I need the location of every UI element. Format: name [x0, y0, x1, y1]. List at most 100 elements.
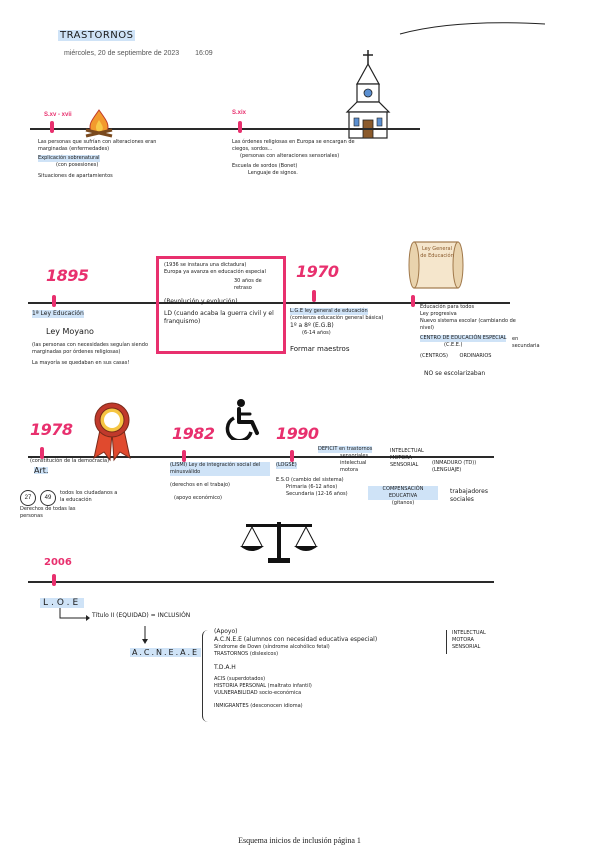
fire-icon: [85, 109, 113, 138]
logse-notes: (LOGSE) E.S.O (cambio del sistema) Prima…: [276, 462, 376, 498]
note: todos los ciudadanos a la educación: [60, 490, 118, 503]
note: Las personas que sufrían con alteracione…: [38, 139, 157, 152]
timeline-1-left-notes: Las personas que sufrían con alteracione…: [38, 139, 178, 180]
timestamp: miércoles, 20 de septiembre de 2023 16:0…: [64, 50, 213, 57]
acneae-item: VULNERABILIDAD socio-económica: [214, 690, 302, 696]
timeline-3: [28, 456, 494, 458]
arrow-to-acneae: [142, 626, 148, 644]
note: (6-14 años): [302, 330, 331, 336]
note: L.G.E ley general de educación: [290, 308, 368, 315]
note: Ley Moyano: [46, 327, 94, 336]
timeline-3-marker-1982: [182, 450, 186, 462]
note: (constitución de la democracia): [30, 458, 110, 464]
note: 1º a 8º (E.G.B): [290, 322, 334, 329]
tag: MOTORA: [452, 637, 474, 643]
acneae-item: INMIGRANTES (desconocen idioma): [214, 703, 303, 709]
page-footer: Esquema inicios de inclusión página 1: [238, 836, 361, 845]
note: NO se escolarizaban: [424, 370, 486, 377]
note: intelectual: [340, 460, 367, 466]
note: trabajadores: [450, 488, 488, 495]
note: (LOGSE): [276, 462, 297, 469]
note: INTELECTUAL: [390, 448, 424, 454]
note: Educación para todos: [420, 304, 475, 310]
timeline-2-marker-1895: [52, 295, 56, 307]
award-rosette-icon: [93, 402, 131, 462]
timeline-2-middle-notes: L.G.E ley general de educación (comienza…: [290, 308, 402, 354]
note: LD (cuando acaba la guerra civil y el fr…: [164, 310, 274, 325]
acneae-item: HISTORIA PERSONAL (maltrato infantil): [214, 683, 312, 689]
note: (CENTROS): [420, 353, 448, 359]
year-label-2006: 2006: [44, 557, 72, 568]
acneae-item: ACIS (superdotados): [214, 676, 266, 682]
acneae-tags-bracket: [446, 630, 451, 654]
note: motora: [340, 467, 359, 473]
note: (LISMI) Ley de integración social del mi…: [170, 462, 270, 476]
article-49: 49: [44, 495, 52, 501]
scales-of-justice-icon: [240, 522, 318, 563]
note: Formar maestros: [290, 345, 350, 353]
compensacion-notes: COMPENSACIÓN EDUCATIVA (gitanos): [368, 486, 438, 507]
timeline-4: [28, 581, 494, 583]
note: Derechos de todas las personas: [20, 506, 76, 519]
acneae-items: (Apoyo) A.C.N.E.E (alumnos con necesidad…: [214, 628, 444, 710]
note: Situaciones de apartamientos: [38, 173, 113, 179]
timeline-2-right-notes: Educación para todos Ley progresiva Nuev…: [420, 304, 520, 378]
note: (comienza educación general básica): [290, 315, 384, 321]
arrow-to-titulo: [59, 608, 90, 621]
timeline-1: [30, 128, 420, 130]
note: sensoriales: [340, 453, 369, 459]
dictatorship-box: [156, 256, 286, 354]
tag: SENSORIAL: [452, 644, 481, 650]
acneae-label: A.C.N.E.A.E: [130, 648, 202, 657]
loe-label: L.O.E: [40, 598, 85, 608]
decorative-stroke: [399, 22, 546, 35]
acneae-tags: INTELECTUAL MOTORA SENSORIAL: [452, 630, 512, 651]
note: (gitanos): [391, 500, 415, 506]
year-label-xix: S.xix: [232, 110, 247, 116]
church-icon: [345, 50, 391, 139]
article-27: 27: [24, 495, 32, 501]
apoyo-label: (Apoyo): [214, 628, 238, 635]
timeline-2-marker-right: [411, 295, 415, 307]
note: Escuela de sordos (Bonet): [232, 163, 298, 169]
note: sociales: [450, 496, 474, 503]
wheelchair-icon: [225, 399, 259, 440]
timeline-2: [28, 302, 510, 304]
note: DEFICIT en trastornos: [318, 446, 373, 453]
acneae-item: T.D.A.H: [214, 664, 236, 671]
scroll-label: Ley General de Educación: [420, 246, 454, 259]
acneae-bracket: [202, 630, 209, 722]
year-label-1895: 1895: [46, 266, 89, 285]
note: COMPENSACIÓN EDUCATIVA: [368, 486, 438, 500]
note: Explicación sobrenatural: [38, 155, 100, 162]
timeline-3-marker-1990: [290, 450, 294, 462]
note: SENSORIAL: [390, 462, 419, 468]
year-label-1978: 1978: [30, 420, 73, 439]
timeline-1-marker-a: [50, 121, 54, 133]
note: E.S.O (cambio del sistema): [276, 477, 344, 483]
page-title: TRASTORNOS: [58, 30, 136, 41]
note: (apoyo económico): [174, 495, 222, 501]
note: ORDINARIOS: [459, 353, 492, 359]
acneae-item: Síndrome de Down (síndrome alcohólico fe…: [214, 644, 330, 650]
note: 30 años de retraso: [234, 278, 262, 291]
note: (1936 se instaura una dictadura): [164, 262, 247, 268]
note: Europa ya avanza en educación especial: [164, 269, 266, 275]
note: Nuevo sistema escolar (cambiando de nive…: [420, 318, 516, 331]
timeline-1-marker-b: [238, 121, 242, 133]
article-49-circle: 49: [40, 490, 56, 506]
note: (con posesiones): [56, 162, 99, 168]
workers-notes: trabajadores sociales: [450, 488, 510, 504]
timeline-2-marker-1970: [312, 290, 316, 302]
acneae-item: A.C.N.E.E (alumnos con necesidad educati…: [214, 636, 378, 643]
note: (derechos en el trabajo): [170, 482, 230, 488]
lismi-notes: (LISMI) Ley de integración social del mi…: [170, 462, 270, 502]
deficit-columns-2: (INMADURO (TD)) (LENGUAJE): [432, 460, 492, 474]
note: Primaria (6-12 años): [286, 484, 338, 490]
acneae-item: TRASTORNOS (dislexicos): [214, 651, 279, 657]
page-header: TRASTORNOS: [58, 25, 136, 43]
timeline-4-marker-2006: [52, 574, 56, 586]
timeline-3-left-notes: (constitución de la democracia) Art.: [30, 458, 130, 476]
year-label-1970: 1970: [296, 262, 339, 281]
date-text: miércoles, 20 de septiembre de 2023: [64, 50, 180, 57]
